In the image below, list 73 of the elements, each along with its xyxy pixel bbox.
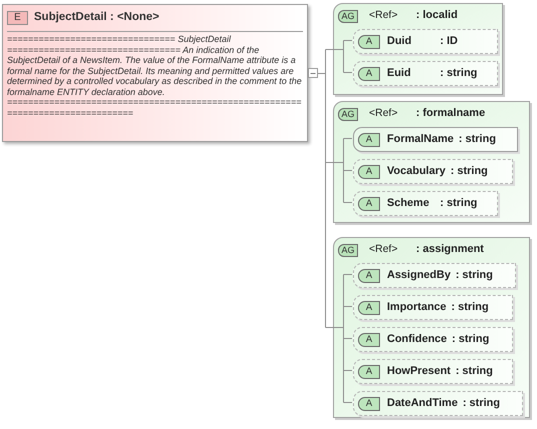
attribute-name: Duid <box>387 34 412 49</box>
connector-line <box>318 49 326 328</box>
connector-line <box>343 40 352 41</box>
group-name: : formalname <box>416 106 486 121</box>
attribute-box <box>353 159 513 184</box>
attribute-type: : string <box>450 164 488 179</box>
ref-label: <Ref> <box>369 242 398 257</box>
group-badge: AG <box>338 108 358 121</box>
attribute-name: FormalName <box>387 132 454 147</box>
attribute-type: : string <box>440 196 478 211</box>
connector-line <box>343 72 352 73</box>
attribute-type: : string <box>458 132 496 147</box>
attribute-badge: A <box>358 396 380 410</box>
attribute-type: : string <box>456 268 493 283</box>
connector-line <box>325 327 334 328</box>
attribute-name: HowPresent <box>387 364 451 379</box>
connector-line <box>343 306 352 307</box>
attribute-box <box>353 359 513 384</box>
attribute-box <box>353 295 513 320</box>
attribute-box <box>353 127 518 152</box>
attribute-badge: A <box>358 66 380 80</box>
attribute-box <box>353 391 523 416</box>
attribute-group-box <box>333 3 503 95</box>
attribute-type: : ID <box>440 34 458 49</box>
attribute-badge: A <box>358 34 380 48</box>
connector-line <box>343 170 352 171</box>
attribute-name: Importance <box>387 300 446 315</box>
element-box <box>2 4 308 142</box>
connector-line <box>332 138 344 203</box>
element-title: SubjectDetail : <None> <box>34 10 160 25</box>
attribute-box <box>353 61 498 86</box>
connector-line <box>343 274 352 275</box>
element-badge: E <box>7 11 28 25</box>
connector-line <box>343 402 352 403</box>
attribute-box <box>353 327 513 352</box>
group-badge: AG <box>338 10 358 23</box>
attribute-group-box <box>333 237 530 418</box>
attribute-box <box>353 29 498 54</box>
group-badge: AG <box>338 244 358 257</box>
attribute-box <box>353 191 498 216</box>
ref-label: <Ref> <box>369 8 398 23</box>
attribute-badge: A <box>358 268 380 282</box>
attribute-type: : string <box>451 300 489 315</box>
attribute-badge: A <box>358 132 380 146</box>
attribute-type: : string <box>462 396 500 411</box>
connector-line <box>325 162 334 163</box>
attribute-name: Scheme <box>387 196 430 211</box>
attribute-badge: A <box>358 364 380 378</box>
attribute-name: Euid <box>387 66 412 81</box>
connector-line <box>332 40 344 73</box>
group-name: : localid <box>416 8 458 23</box>
connector-line <box>325 49 334 50</box>
ref-label: <Ref> <box>369 106 398 121</box>
attribute-badge: A <box>358 196 380 210</box>
attribute-name: Confidence <box>387 332 447 347</box>
group-name: : assignment <box>416 242 484 257</box>
attribute-name: AssignedBy <box>387 268 451 283</box>
attribute-type: : string <box>452 332 490 347</box>
connector-line <box>343 202 352 203</box>
attribute-type: : string <box>456 364 493 379</box>
attribute-badge: A <box>358 300 380 314</box>
attribute-badge: A <box>358 332 380 346</box>
connector-line <box>343 338 352 339</box>
attribute-badge: A <box>358 164 380 178</box>
attribute-name: Vocabulary <box>387 164 446 179</box>
attribute-box <box>353 263 516 288</box>
attribute-group-box <box>333 101 530 223</box>
documentation-text: ================================ SubjectDetail ================================= An indication of the SubjectDetail of a NewsItem. The value of the FormalName attribute is a formal name for the SubjectDetail. Its meaning and permitted values are determined by a controlled vocabulary as described in the comment to the formalname ENTITY declaration above. ================================================================================ <box>7 34 303 118</box>
connector-line <box>343 370 352 371</box>
connector-line <box>332 274 344 403</box>
attribute-name: DateAndTime <box>387 396 458 411</box>
attribute-type: : string <box>440 66 478 81</box>
connector-line <box>343 138 352 139</box>
